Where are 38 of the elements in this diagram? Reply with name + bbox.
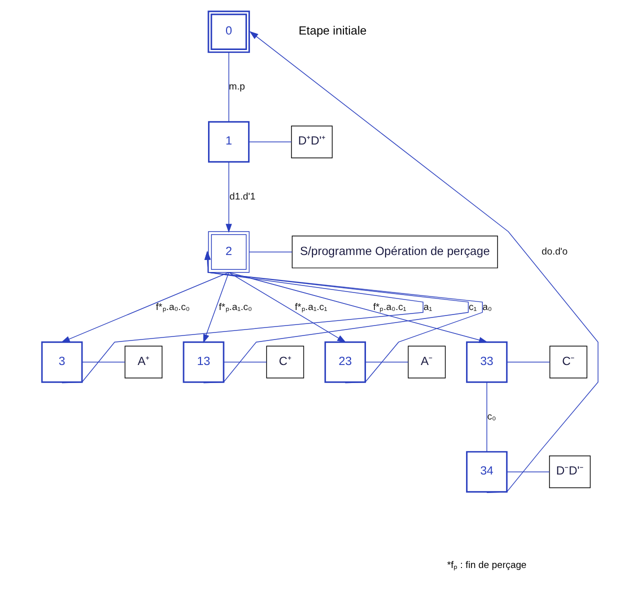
connector xyxy=(486,382,487,452)
arrow xyxy=(61,250,423,384)
node-label: Etape initiale xyxy=(298,24,366,38)
edge-label: f*ₚ.a₁.c₀ xyxy=(218,302,252,313)
arrow xyxy=(248,31,598,493)
edge-label: f*ₚ.a₀.c₁ xyxy=(372,302,406,313)
node-box: 34 xyxy=(466,451,508,493)
node-box: C⁻ xyxy=(548,346,587,378)
arrow xyxy=(225,162,232,233)
edge-label: a₀ xyxy=(482,302,492,313)
edge-label: c₁ xyxy=(468,302,476,313)
arrow xyxy=(228,272,346,343)
edge-label: c₀ xyxy=(486,411,496,422)
node-box: 0 xyxy=(207,10,250,53)
connector xyxy=(228,52,229,122)
arrow xyxy=(202,272,229,344)
node-box: 2 xyxy=(208,231,250,273)
arrow xyxy=(60,272,229,343)
arrow xyxy=(228,272,488,344)
edge-label: do.d'o xyxy=(541,246,568,258)
node-box: D⁻D'⁻ xyxy=(548,456,590,488)
connector xyxy=(506,471,550,472)
node-box: D⁺D'⁺ xyxy=(290,126,332,158)
node-box: 3 xyxy=(40,341,82,383)
edge-label: m.p xyxy=(228,82,244,93)
node-box: A⁺ xyxy=(124,346,162,378)
node-box: C⁺ xyxy=(266,346,304,378)
node-box: A⁻ xyxy=(407,346,446,378)
edge-label: d1.d'1 xyxy=(229,191,255,202)
node-box: 33 xyxy=(466,341,508,383)
node-box: S/programme Opération de perçage xyxy=(291,236,498,268)
edge-label: f*ₚ.a₀.c₀ xyxy=(155,302,190,313)
node-box: 23 xyxy=(324,341,366,383)
edge-label: a₁ xyxy=(423,302,432,313)
node-box: 13 xyxy=(182,341,224,383)
edge-label: f*ₚ.a₁.c₁ xyxy=(294,302,327,313)
label: *fₚ : fin de perçage xyxy=(446,560,526,571)
node-box: 1 xyxy=(208,121,250,163)
